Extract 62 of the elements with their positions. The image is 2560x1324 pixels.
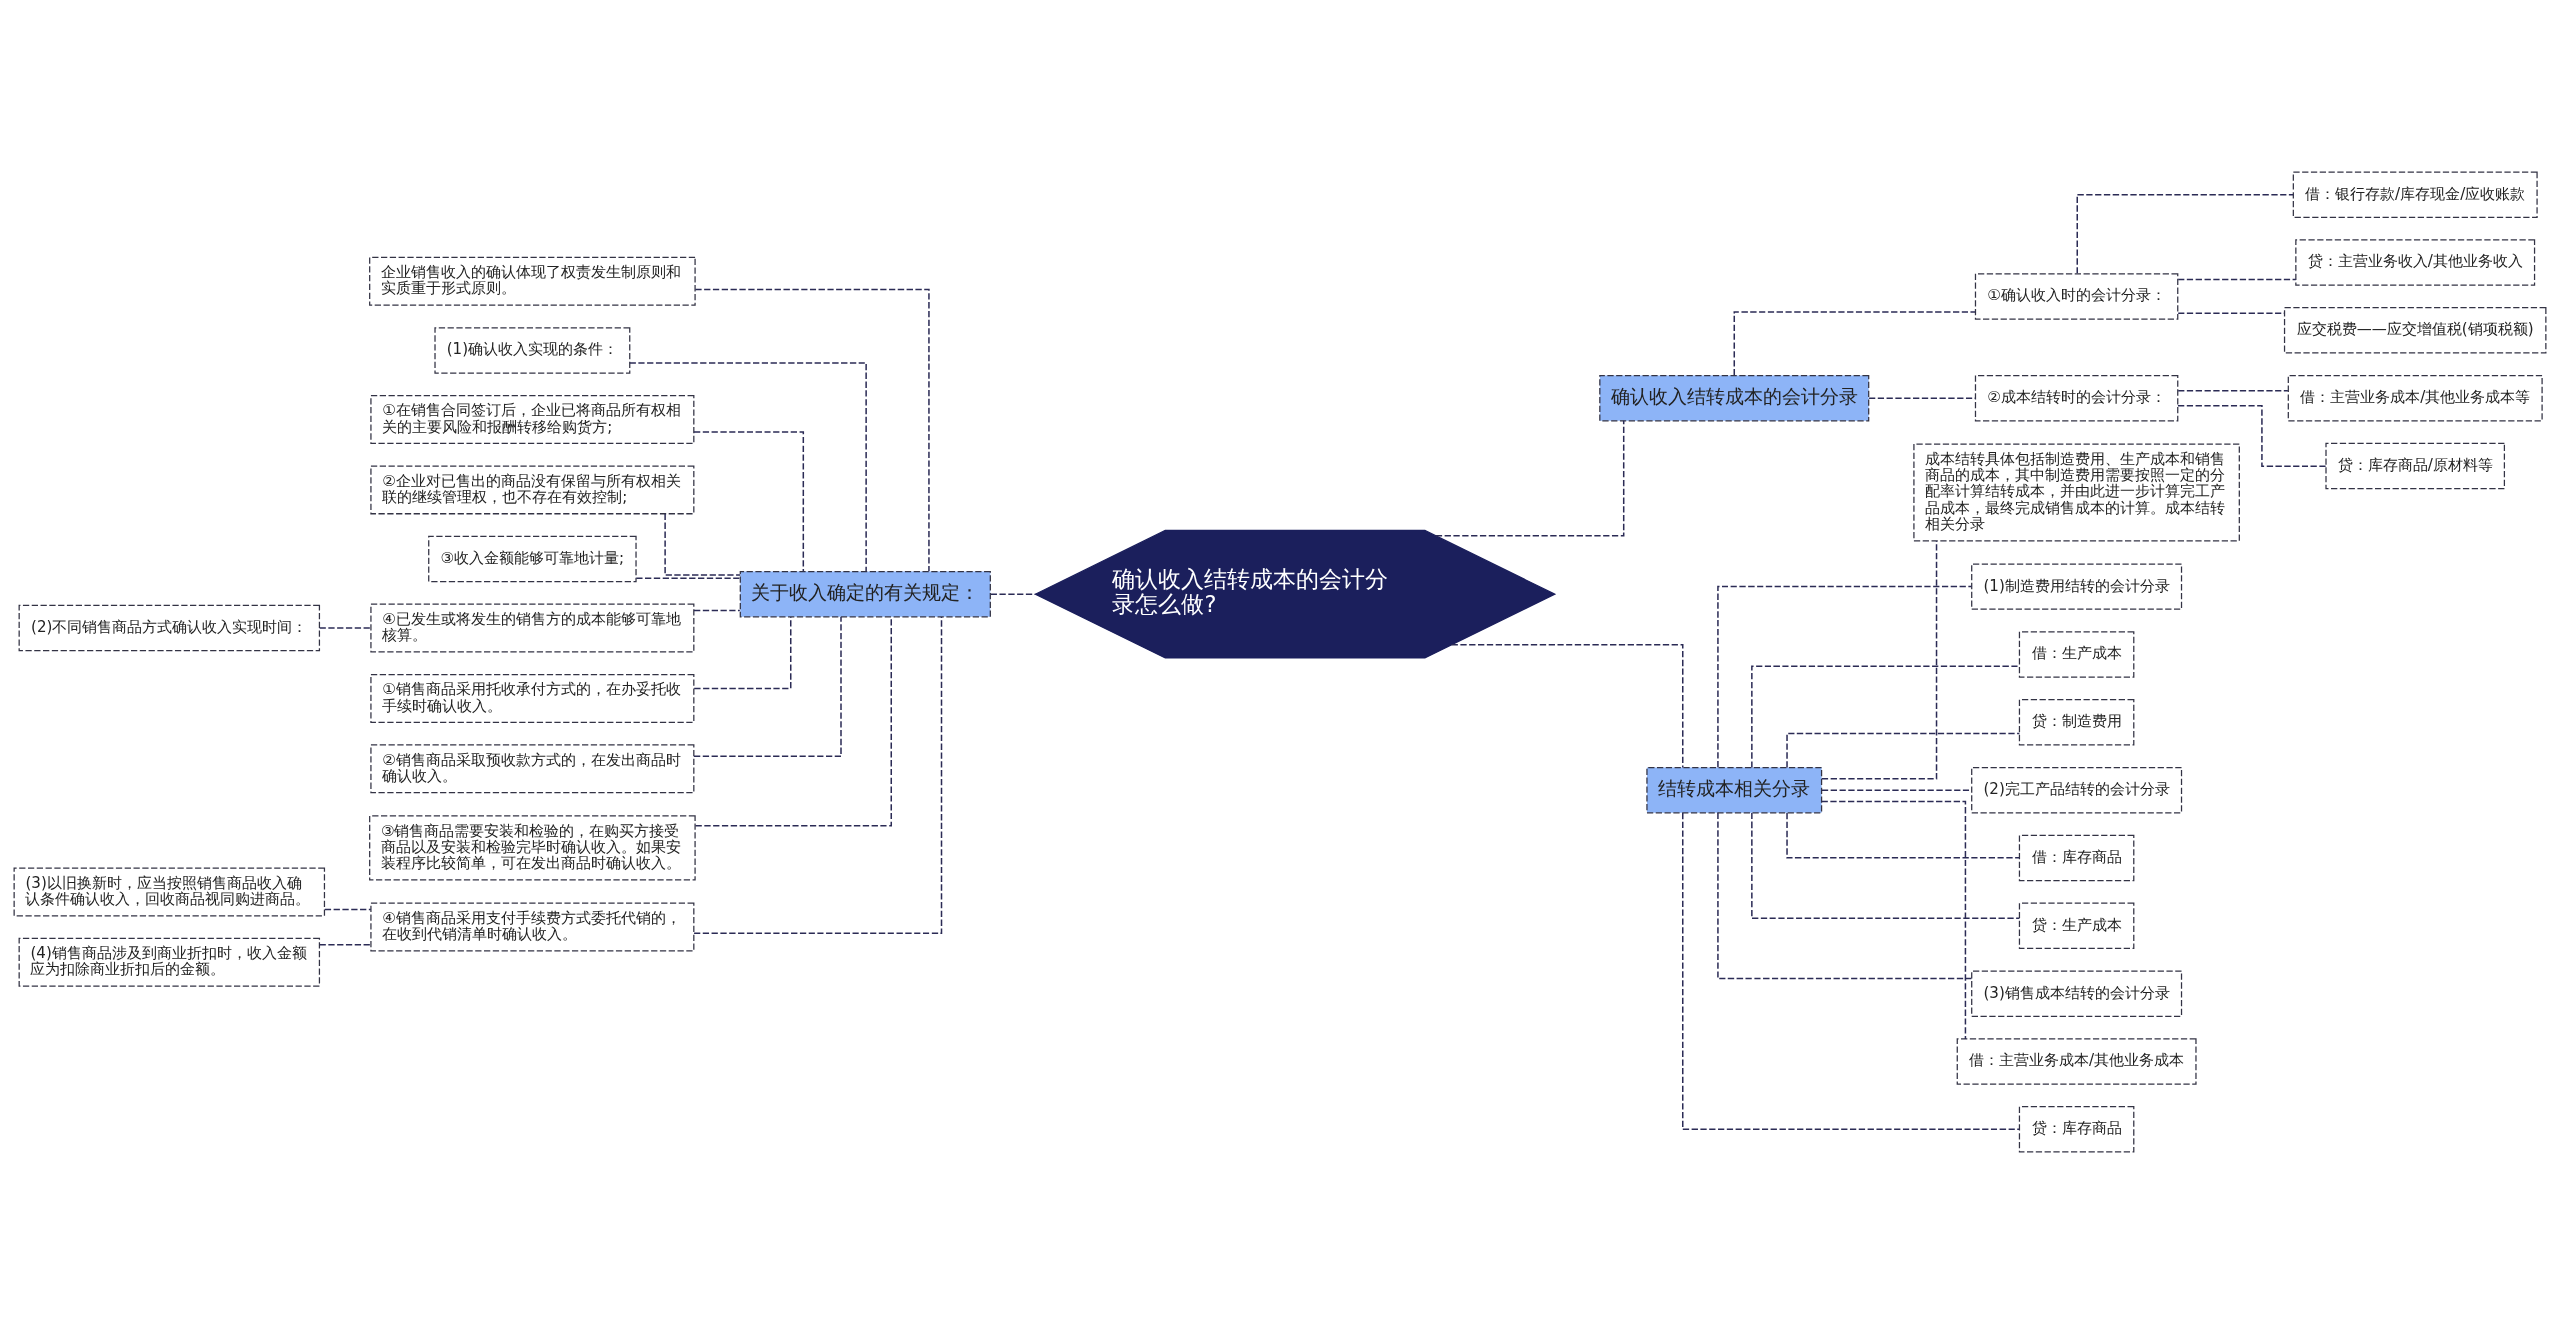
node-box: (3)销售成本结转的会计分录 (1971, 970, 2183, 1017)
node-box: ②企业对已售出的商品没有保留与所有权相关联的继续管理权，也不存在有效控制; (370, 465, 695, 515)
connector (1682, 812, 2021, 1131)
connector (1450, 644, 1684, 769)
node-box: (1)制造费用结转的会计分录 (1971, 563, 2183, 610)
node-box: 借：主营业务成本/其他业务成本 (1956, 1038, 2197, 1085)
connector (1717, 585, 1973, 768)
node-box: 应交税费——应交增值税(销项税额) (2283, 307, 2547, 354)
node-box: ④已发生或将发生的销售方的成本能够可靠地核算。 (370, 603, 695, 653)
connector (693, 609, 741, 612)
node-box: (4)销售商品涉及到商业折扣时，收入金额应为扣除商业折扣后的金额。 (18, 937, 321, 987)
connector (694, 288, 930, 572)
node-box: ②销售商品采取预收款方式的，在发出商品时确认收入。 (370, 744, 695, 794)
connector (1751, 812, 2021, 920)
connector (318, 627, 372, 629)
node-box: 借：生产成本 (2018, 631, 2135, 678)
connector (664, 513, 741, 576)
connector (1821, 540, 1938, 780)
node-box: 贷：制造费用 (2018, 699, 2135, 746)
node-box: ③收入金额能够可靠地计量; (428, 535, 637, 583)
node-box: ①确认收入时的会计分录： (1974, 273, 2179, 320)
connector (1786, 732, 2021, 769)
node-box: 贷：生产成本 (2018, 902, 2135, 950)
node-box: ①销售商品采用托收承付方式的，在办妥托收手续时确认收入。 (370, 673, 695, 723)
connector (1733, 311, 1977, 376)
node-box: 确认收入结转成本的会计分录 (1599, 374, 1870, 422)
connector (2076, 193, 2294, 275)
connector (1435, 420, 1625, 537)
node-box: 贷：主营业务收入/其他业务收入 (2295, 239, 2536, 286)
connector (693, 616, 842, 757)
node-box: ④销售商品采用支付手续费方式委托代销的，在收到代销清单时确认收入。 (370, 902, 695, 952)
connector (2177, 278, 2297, 281)
node-box: 关于收入确定的有关规定： (739, 570, 991, 618)
node-box: ①在销售合同签订后，企业已将商品所有权相关的主要风险和报酬转移给购货方; (370, 395, 695, 445)
node-box: ③销售商品需要安装和检验的，在购买方接受商品以及安装和检验完毕时确认收入。如果安装程序比较简单，可在发出商品时确认收入。 (369, 815, 696, 881)
node-box: 借：主营业务成本/其他业务成本等 (2287, 374, 2543, 422)
node-box: 贷：库存商品 (2018, 1106, 2135, 1153)
node-box: ②成本结转时的会计分录： (1974, 374, 2179, 422)
connector (694, 616, 892, 827)
connector (693, 431, 805, 573)
node-box: 企业销售收入的确认体现了权责发生制原则和实质重于形式原则。 (369, 256, 696, 306)
node-box: 借：库存商品 (2018, 834, 2135, 882)
connector (324, 908, 372, 911)
connector (2177, 404, 2327, 468)
node-box: 贷：库存商品/原材料等 (2325, 442, 2506, 490)
connector (1717, 812, 1973, 980)
node-box: (2)不同销售商品方式确认收入实现时间： (18, 604, 321, 652)
connector (318, 943, 372, 946)
node-box: 结转成本相关分录 (1646, 766, 1823, 814)
node-box: 借：银行存款/库存现金/应收账款 (2292, 171, 2538, 218)
connector (2177, 389, 2289, 392)
connector (635, 577, 741, 579)
connector (1786, 812, 2021, 859)
node-box: 成本结转具体包括制造费用、生产成本和销售商品的成本，其中制造费用需要按照一定的分配率计算结转成本，并由此进一步计算完工产品成本，最终完成销售成本的计算。成本结转相关分录 (1913, 443, 2240, 542)
connector (693, 616, 943, 935)
connector (1751, 665, 2021, 769)
node-box: (3)以旧换新时，应当按照销售商品收入确认条件确认收入，回收商品视同购进商品。 (13, 867, 326, 917)
connector (693, 616, 792, 690)
connector (1820, 800, 1967, 1040)
node-box: (1)确认收入实现的条件： (434, 327, 631, 374)
connector (629, 362, 867, 572)
node-box: (2)完工产品结转的会计分录 (1971, 766, 2183, 814)
